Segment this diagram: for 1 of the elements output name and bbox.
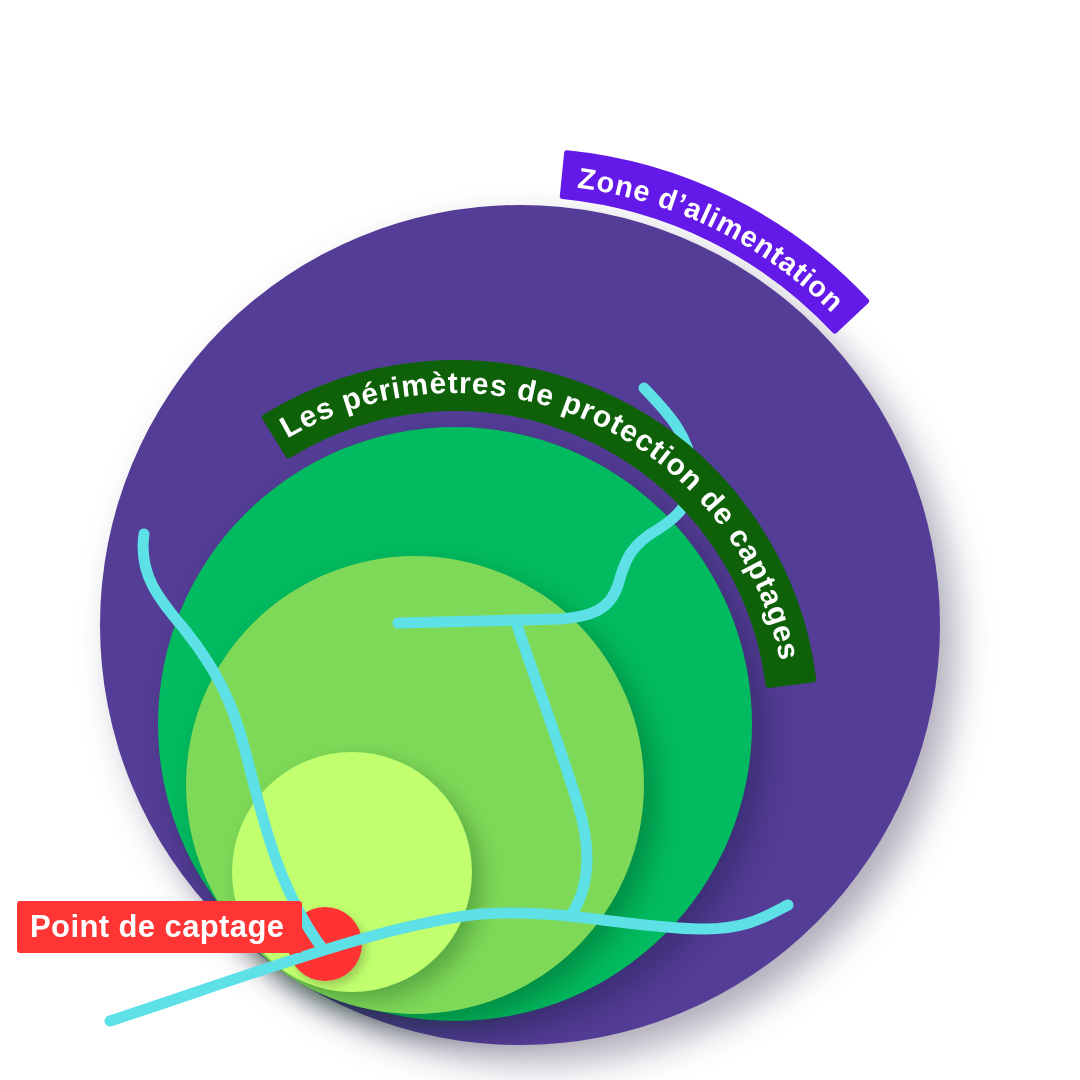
label-tag: Point de captage — [17, 901, 302, 953]
